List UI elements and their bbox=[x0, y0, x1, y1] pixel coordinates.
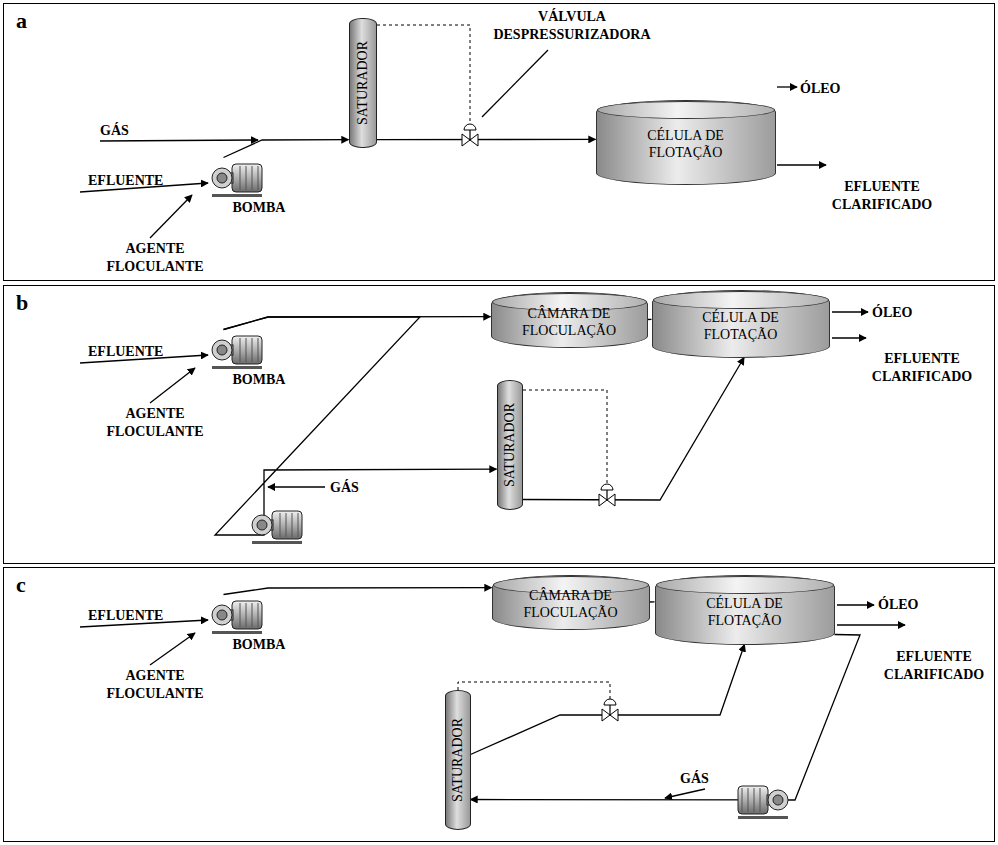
panel-frame: aBOMBA SATURADOR CÉLULA DE FLOTAÇÃO bbox=[3, 3, 995, 281]
stream-label: EFLUENTE bbox=[88, 343, 163, 361]
vessel-label: CÉLULA DE FLOTAÇÃO bbox=[675, 310, 807, 344]
tank-cylinder: CÂMARA DE FLOCULAÇÃO bbox=[491, 292, 648, 348]
vessel-label: CÂMARA DE FLOCULAÇÃO bbox=[515, 588, 627, 622]
flow-line bbox=[523, 358, 745, 501]
flow-line bbox=[471, 635, 861, 801]
vessel-label: SATURADOR bbox=[355, 40, 371, 124]
panel-letter: c bbox=[16, 572, 26, 598]
flow-line bbox=[471, 645, 745, 755]
stream-label: EFLUENTE bbox=[88, 172, 163, 190]
saturator-vessel: SATURADOR bbox=[349, 18, 377, 148]
flow-line bbox=[224, 140, 349, 158]
flow-line bbox=[377, 139, 596, 141]
vessel-label: SATURADOR bbox=[502, 402, 518, 486]
pump-symbol bbox=[210, 330, 265, 370]
vessel-label: CÉLULA DE FLOTAÇÃO bbox=[619, 128, 753, 162]
stream-label: ÓLEO bbox=[878, 596, 918, 614]
valve-symbol bbox=[462, 124, 618, 721]
stream-label: ÓLEO bbox=[800, 80, 840, 98]
stream-label: GÁS bbox=[680, 770, 709, 788]
flow-line bbox=[648, 319, 652, 320]
vessel-label: CÉLULA DE FLOTAÇÃO bbox=[678, 596, 812, 630]
stream-label: AGENTE FLOCULANTE bbox=[105, 240, 205, 275]
tank-cylinder: CÂMARA DE FLOCULAÇÃO bbox=[492, 575, 650, 630]
stream-label: AGENTE FLOCULANTE bbox=[105, 667, 205, 702]
stream-label: GÁS bbox=[100, 122, 129, 140]
pump-unit: BOMBA bbox=[205, 595, 300, 663]
pump-label: BOMBA bbox=[233, 200, 286, 216]
pump-symbol bbox=[210, 158, 265, 198]
stream-label: EFLUENTE bbox=[88, 607, 163, 625]
stream-label: GÁS bbox=[330, 479, 359, 497]
vessel-label: SATURADOR bbox=[450, 717, 466, 801]
pump-label: BOMBA bbox=[233, 372, 286, 388]
saturator-vessel: SATURADOR bbox=[497, 380, 523, 510]
saturator-vessel: SATURADOR bbox=[445, 690, 471, 830]
pump-symbol bbox=[252, 511, 788, 819]
stream-label: ÓLEO bbox=[872, 304, 912, 322]
pump-label: BOMBA bbox=[233, 637, 286, 653]
stream-label: AGENTE FLOCULANTE bbox=[105, 405, 205, 440]
stream-label: EFLUENTE CLARIFICADO bbox=[878, 648, 990, 683]
flow-line bbox=[650, 601, 655, 603]
tank-cylinder: CÉLULA DE FLOTAÇÃO bbox=[655, 575, 835, 645]
pump-unit: BOMBA bbox=[205, 158, 300, 226]
pump-unit: BOMBA bbox=[205, 330, 300, 398]
flow-line bbox=[224, 588, 492, 595]
vessel-label: CÂMARA DE FLOCULAÇÃO bbox=[514, 306, 625, 340]
tank-cylinder: CÉLULA DE FLOTAÇÃO bbox=[596, 100, 776, 185]
stream-label: EFLUENTE CLARIFICADO bbox=[866, 350, 978, 385]
panel-letter: a bbox=[16, 8, 27, 34]
pump-symbol bbox=[210, 595, 265, 635]
stream-label: EFLUENTE CLARIFICADO bbox=[826, 178, 938, 213]
tank-cylinder: CÉLULA DE FLOTAÇÃO bbox=[652, 290, 830, 358]
stream-label: VÁLVULA DESPRESSURIZADORA bbox=[482, 8, 662, 43]
stream-arrows bbox=[80, 50, 905, 798]
panel-letter: b bbox=[16, 290, 28, 316]
